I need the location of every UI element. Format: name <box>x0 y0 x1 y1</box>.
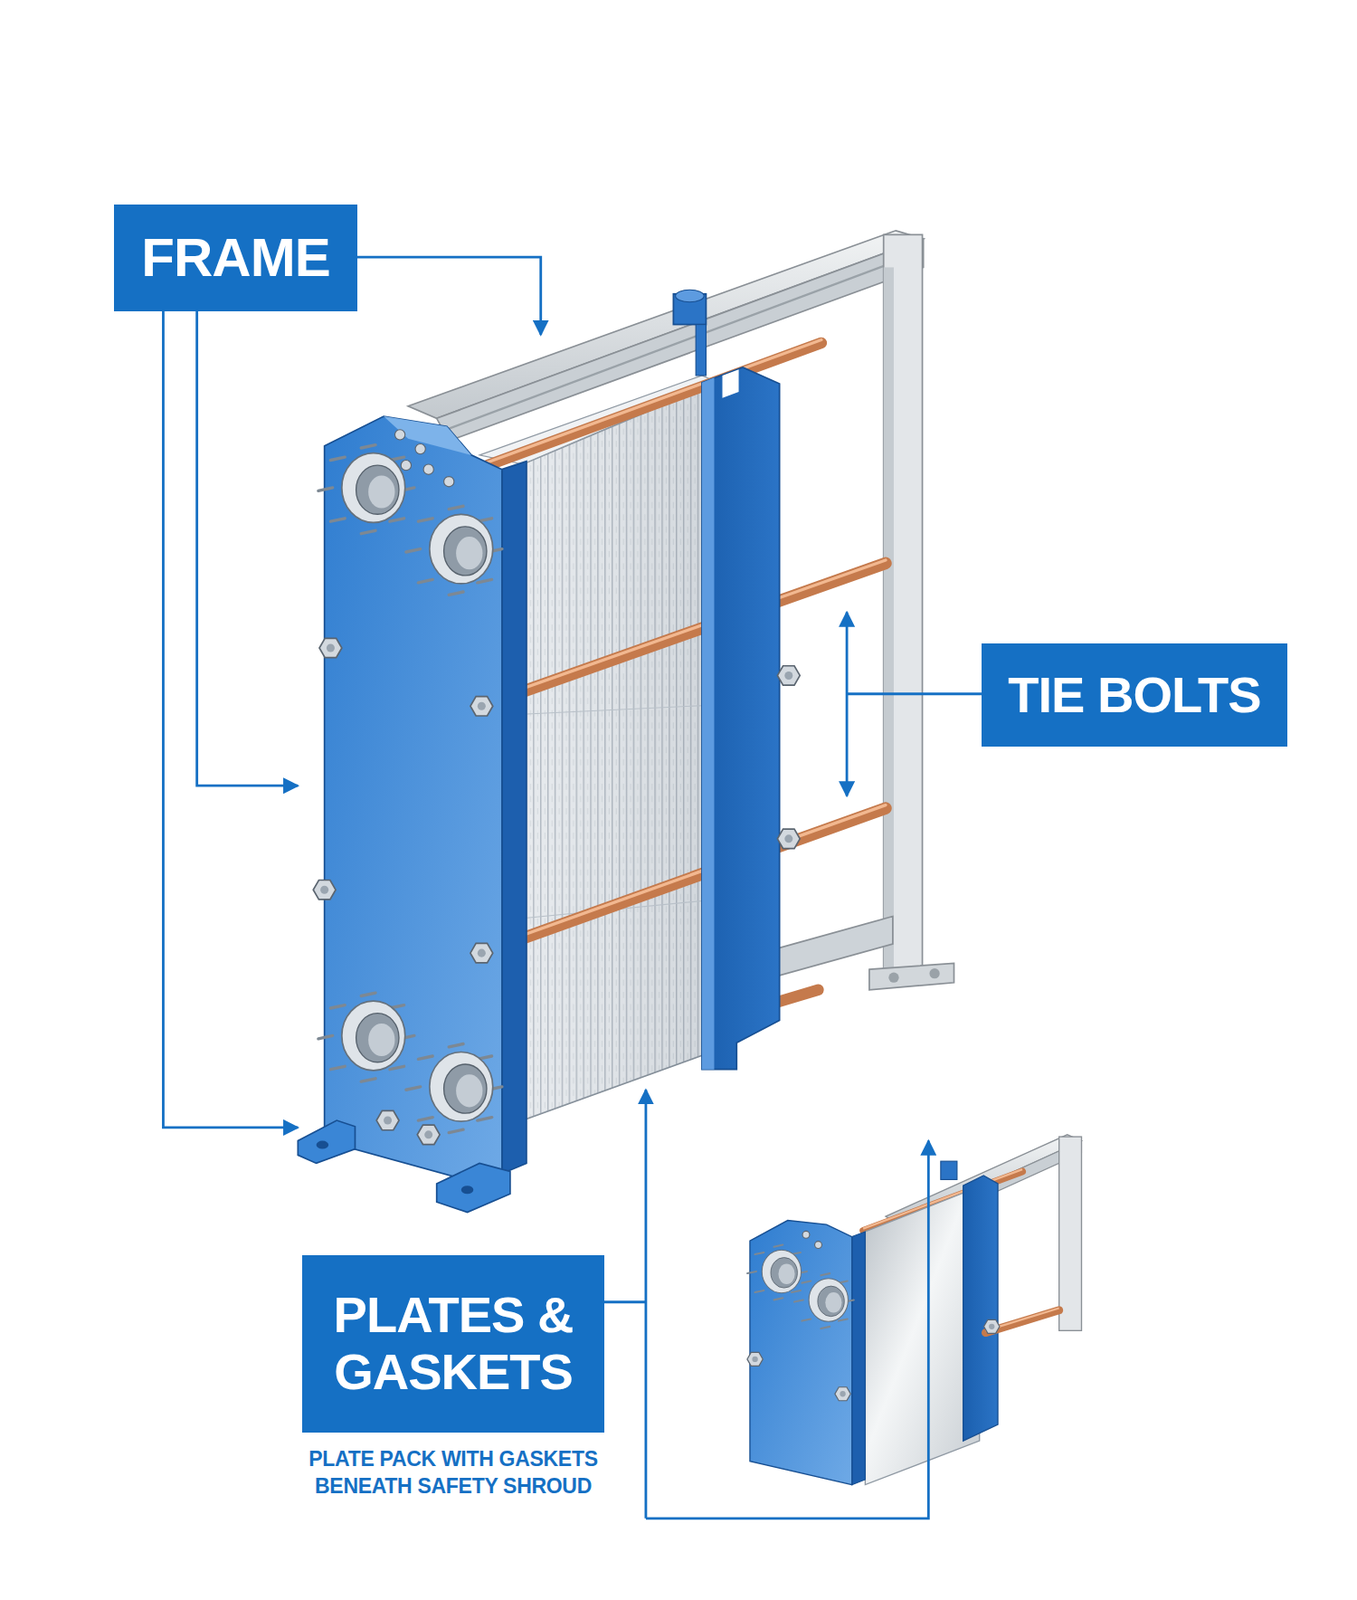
leader-line <box>162 311 298 1128</box>
support-column <box>929 967 940 978</box>
frame-plate <box>444 476 455 487</box>
tie-bolt <box>481 559 886 703</box>
tie-bolt <box>481 562 886 706</box>
frame-plate <box>319 637 342 657</box>
shrouded-exchanger-inset <box>747 1134 1082 1485</box>
leader-line <box>357 256 541 335</box>
pressure-plate <box>702 377 715 1069</box>
frame-plate <box>318 445 415 534</box>
frame-plate <box>406 505 503 595</box>
leader-line <box>645 1140 929 1519</box>
leader-line <box>197 311 299 786</box>
shrouded-exchanger-inset <box>794 1272 855 1329</box>
pressure-plate <box>721 369 739 399</box>
frame-plate <box>324 416 503 1184</box>
leader-line <box>845 612 849 797</box>
frame-plate <box>415 443 426 454</box>
frame-plate <box>436 1162 511 1212</box>
plate-pack <box>521 385 732 1120</box>
shrouded-exchanger-inset <box>852 1231 866 1485</box>
leader-line <box>162 256 982 1519</box>
frame-plate <box>318 992 415 1082</box>
pressure-plate <box>673 289 800 1069</box>
support-column <box>888 972 899 983</box>
leader-line <box>645 1089 648 1519</box>
shrouded-exchanger-inset <box>835 1386 851 1401</box>
plate-pack <box>521 703 732 714</box>
frame-plate <box>297 1119 355 1163</box>
callout-note: PLATE PACK WITH GASKETS BENEATH SAFETY S… <box>273 1444 634 1500</box>
frame-plate <box>470 696 494 716</box>
frame-plate <box>417 1124 440 1144</box>
pressure-plate <box>702 367 780 1070</box>
callout-label: TIE BOLTS <box>981 666 1288 724</box>
callout-box: TIE BOLTS <box>981 643 1288 747</box>
shrouded-exchanger-inset <box>835 1386 851 1401</box>
frame-plate <box>400 460 411 471</box>
shrouded-exchanger-inset <box>984 1319 1000 1333</box>
tie-bolt <box>481 339 886 1002</box>
callout-box: PLATES & GASKETSPLATE PACK WITH GASKETS … <box>302 1254 605 1433</box>
pressure-plate <box>695 324 706 376</box>
frame-plate <box>297 416 527 1212</box>
tie-bolt <box>481 805 886 950</box>
frame-plate <box>376 1110 399 1130</box>
callout-label: FRAME <box>113 227 358 288</box>
pressure-plate <box>777 665 800 685</box>
frame-plate <box>313 880 336 900</box>
plate-pack <box>521 385 732 1120</box>
shrouded-exchanger-inset <box>747 1351 763 1366</box>
shrouded-exchanger-inset <box>940 1160 958 1179</box>
tie-bolt <box>481 807 886 953</box>
shrouded-exchanger-inset <box>963 1175 998 1441</box>
callout-box: FRAME <box>113 204 358 312</box>
pressure-plate <box>675 289 705 303</box>
shrouded-exchanger-inset <box>802 1230 810 1238</box>
shrouded-exchanger-inset <box>1059 1136 1082 1330</box>
frame-plate <box>461 1185 475 1194</box>
guide-bar <box>775 916 893 978</box>
frame-plate <box>502 461 527 1174</box>
frame-plate <box>394 429 405 440</box>
frame-plate <box>316 1140 330 1149</box>
shrouded-exchanger-inset <box>815 1241 823 1249</box>
frame-plate <box>423 464 434 475</box>
support-column <box>869 234 955 989</box>
frame-plate <box>470 942 494 962</box>
shrouded-exchanger-inset <box>794 1272 855 1329</box>
leader-line <box>604 1300 646 1303</box>
frame-plate <box>406 1043 503 1132</box>
shrouded-exchanger-inset <box>984 1319 1000 1333</box>
frame-plate <box>383 416 472 456</box>
leader-line <box>846 692 982 695</box>
support-column <box>883 266 894 979</box>
support-column <box>883 234 923 979</box>
callout-label: PLATES & GASKETS <box>302 1286 605 1400</box>
support-column <box>869 962 955 989</box>
shrouded-exchanger-inset <box>747 1351 763 1366</box>
tie-bolt <box>777 989 818 1003</box>
guide-bar <box>775 916 893 978</box>
shrouded-exchanger-inset <box>864 1189 979 1485</box>
shrouded-exchanger-inset <box>747 1244 807 1301</box>
pressure-plate <box>777 828 800 848</box>
shrouded-exchanger-inset <box>747 1244 807 1301</box>
